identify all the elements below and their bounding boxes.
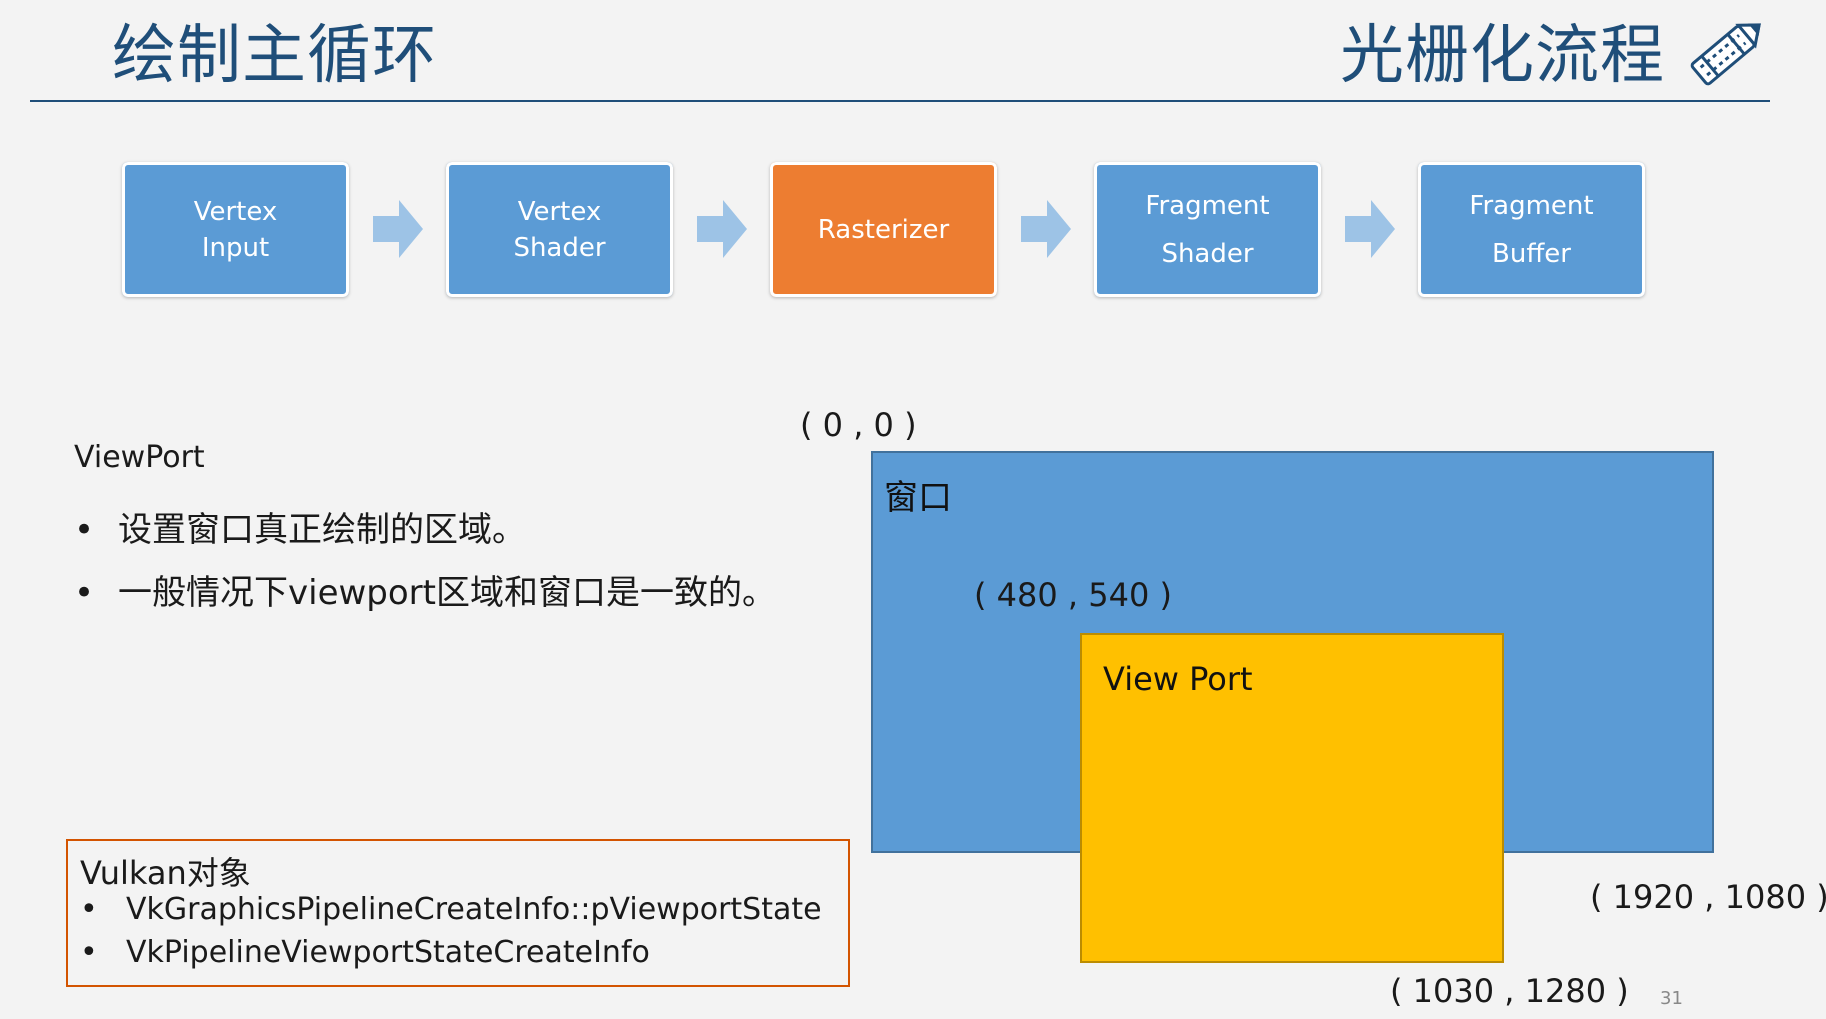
bullet-icon: • [80, 892, 98, 927]
arrow-right-icon [1021, 200, 1071, 258]
stage-rasterizer: Rasterizer [770, 162, 997, 297]
bullet-icon: • [74, 573, 95, 613]
bullet-item: • 设置窗口真正绘制的区域。 [74, 502, 526, 551]
window-label: 窗口 [884, 478, 952, 518]
viewport-label: View Port [1103, 660, 1253, 698]
viewport-origin-coordinate: ( 480 , 540 ) [974, 576, 1172, 614]
stage-label-line1: Fragment [1469, 190, 1594, 221]
stage-vertex-input: Vertex Input [122, 162, 349, 297]
stage-label-line1: Rasterizer [817, 214, 950, 245]
arrow-right-icon [373, 200, 423, 258]
vulkan-object-item: • VkGraphicsPipelineCreateInfo::pViewport… [80, 892, 822, 927]
stage-fragment-buffer: Fragment Buffer [1418, 162, 1645, 297]
stage-fragment-shader: Fragment Shader [1094, 162, 1321, 297]
arrow-right-icon [1345, 200, 1395, 258]
vulkan-objects-title: Vulkan对象 [80, 854, 251, 892]
bullet-text: 一般情况下viewport区域和窗口是一致的。 [118, 573, 776, 613]
section-title: 光栅化流程 [1340, 19, 1665, 93]
stage-label-line2: Input [201, 232, 270, 263]
slide-title: 绘制主循环 [112, 19, 437, 93]
stage-label-line2: Shader [1161, 238, 1254, 269]
header-divider [30, 100, 1770, 102]
arrow-right-icon [697, 200, 747, 258]
bullet-icon: • [80, 935, 98, 970]
stage-label-line1: Fragment [1145, 190, 1270, 221]
stage-label-line2: Shader [513, 232, 606, 263]
viewport-rect [1080, 633, 1504, 963]
stage-label-line1: Vertex [193, 196, 278, 227]
window-end-coordinate: ( 1920 , 1080 ) [1590, 878, 1826, 916]
vulkan-object-item: • VkPipelineViewportStateCreateInfo [80, 935, 650, 970]
pencil-icon [1690, 23, 1761, 86]
page-number: 31 [1660, 988, 1683, 1009]
vulkan-object-name: VkPipelineViewportStateCreateInfo [126, 935, 650, 970]
stage-label-line2: Buffer [1492, 238, 1571, 269]
viewport-heading: ViewPort [74, 440, 205, 475]
vulkan-object-name: VkGraphicsPipelineCreateInfo::pViewportS… [126, 892, 822, 927]
stage-label-line1: Vertex [517, 196, 602, 227]
bullet-icon: • [74, 510, 95, 550]
vulkan-objects-box [66, 839, 850, 987]
stage-vertex-shader: Vertex Shader [446, 162, 673, 297]
bullet-item: • 一般情况下viewport区域和窗口是一致的。 [74, 565, 776, 614]
viewport-end-coordinate: ( 1030 , 1280 ) [1390, 972, 1629, 1010]
origin-coordinate: ( 0 , 0 ) [800, 406, 917, 444]
bullet-text: 设置窗口真正绘制的区域。 [118, 510, 526, 550]
